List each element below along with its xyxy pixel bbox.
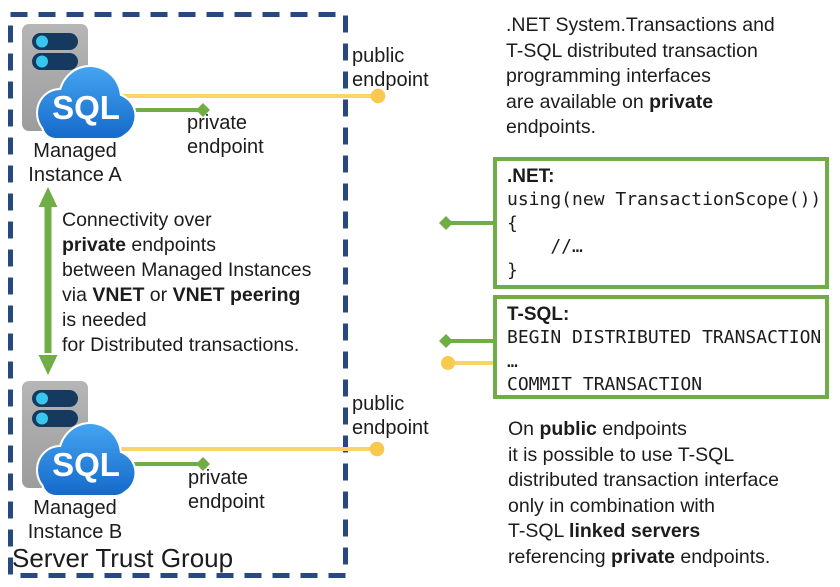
server-led <box>36 392 48 405</box>
public-endpoint-label-b: public endpoint <box>352 393 429 440</box>
sql-label: SQL <box>52 446 120 483</box>
text: for Distributed transactions. <box>62 334 300 356</box>
tsql-code-line2: … <box>507 350 518 372</box>
managed-instance-a-label: Managed Instance A <box>3 140 147 187</box>
text: On <box>508 418 540 440</box>
managed-instance-b-label-line1: Managed <box>33 497 117 519</box>
text: is needed <box>62 309 147 331</box>
connectivity-note-line2: private endpoints <box>62 233 311 258</box>
text: are available on <box>506 90 650 113</box>
text-bold: private <box>649 90 714 113</box>
net-code-line2: { <box>507 212 518 234</box>
text: T-SQL <box>508 520 570 542</box>
text: or <box>144 284 173 306</box>
private-endpoint-label-a-line1: private <box>187 112 248 134</box>
private-endpoint-diamond-a <box>196 103 210 117</box>
tsql-box-connector-diamond <box>439 334 453 348</box>
tsql-box-connector-dot <box>441 356 455 370</box>
public-endpoint-dot-b <box>369 441 385 457</box>
public-endpoint-label-a: public endpoint <box>352 45 429 92</box>
public-endpoints-note-line3: distributed transaction interface <box>508 469 779 491</box>
connectivity-note-line4: via VNET or VNET peering <box>62 283 311 308</box>
public-endpoints-note-line2: it is possible to use T-SQL <box>508 443 735 466</box>
public-endpoint-label-b-line1: public <box>352 393 405 415</box>
public-endpoints-note-line1: On public endpoints <box>508 417 779 443</box>
text: via <box>62 284 93 306</box>
public-endpoints-note-line4: only in combination with <box>508 494 716 517</box>
private-endpoint-arrow-a <box>125 103 210 117</box>
public-endpoints-note-line5: T-SQL linked servers <box>508 519 779 545</box>
private-endpoint-label-a: private endpoint <box>187 112 264 159</box>
sql-cloud-icon: SQL <box>36 422 137 497</box>
managed-instance-a-label-line2: Instance A <box>28 163 122 186</box>
net-code-line3: //… <box>507 236 583 257</box>
private-endpoint-arrow-b <box>125 457 210 471</box>
net-code-line1: using(new TransactionScope()) <box>507 189 822 210</box>
public-endpoint-line-a <box>120 88 386 104</box>
private-endpoints-note-line2: T-SQL distributed transaction <box>506 39 758 62</box>
connectivity-note: Connectivity over private endpoints betw… <box>62 208 311 358</box>
server-led <box>36 35 48 48</box>
server-trust-group-title: Server Trust Group <box>12 543 234 573</box>
private-connectivity-arrow <box>38 187 58 375</box>
server-led <box>36 55 48 68</box>
net-box-connector-diamond <box>439 216 453 230</box>
private-endpoint-diamond-b <box>196 457 210 471</box>
connectivity-note-line1: Connectivity over <box>62 208 311 233</box>
sql-label: SQL <box>52 89 120 126</box>
text-bold: public <box>539 418 597 440</box>
private-endpoint-label-b-line1: private <box>188 467 249 489</box>
managed-instance-b-label: Managed Instance B <box>3 497 147 544</box>
tsql-code-line3: COMMIT TRANSACTION <box>507 374 703 395</box>
text: Connectivity over <box>62 209 212 231</box>
net-code-line4: } <box>507 259 518 281</box>
text: referencing <box>508 545 611 568</box>
net-code-box: .NET: using(new TransactionScope()) { //… <box>493 157 829 289</box>
text: endpoints <box>125 234 216 256</box>
private-endpoint-label-b: private endpoint <box>188 467 265 514</box>
connectivity-note-line5: is needed <box>62 308 311 333</box>
server-led <box>36 412 48 425</box>
text: endpoints <box>596 418 687 440</box>
managed-instance-b-label-line2: Instance B <box>27 520 123 543</box>
tsql-code-box: T-SQL: BEGIN DISTRIBUTED TRANSACTION … C… <box>493 295 829 399</box>
net-box-connector <box>439 216 495 230</box>
private-endpoints-note-line5: endpoints. <box>506 116 596 138</box>
net-code-box-title: .NET: <box>507 166 555 187</box>
public-endpoint-label-a-line1: public <box>352 45 405 67</box>
sql-cloud-icon: SQL <box>36 65 137 140</box>
private-endpoints-note-line3: programming interfaces <box>506 65 711 87</box>
managed-instance-b-icon: SQL <box>22 381 137 497</box>
private-endpoint-label-b-line2: endpoint <box>188 490 265 513</box>
text: between Managed Instances <box>62 259 312 281</box>
private-endpoints-note-line4: are available on private <box>506 90 775 116</box>
connectivity-note-line6: for Distributed transactions. <box>62 333 311 358</box>
tsql-box-connector-green <box>439 334 495 348</box>
public-endpoints-note-line6: referencing private endpoints. <box>508 545 779 571</box>
tsql-box-connector-yellow <box>441 356 495 370</box>
connectivity-note-line3: between Managed Instances <box>62 258 311 283</box>
text: endpoints. <box>674 545 771 568</box>
public-endpoint-label-a-line2: endpoint <box>352 68 429 91</box>
text-bold: private <box>62 234 126 256</box>
text-bold: linked servers <box>569 520 701 542</box>
private-endpoint-label-a-line2: endpoint <box>187 135 264 158</box>
private-endpoints-note: .NET System.Transactions and T-SQL distr… <box>506 13 775 141</box>
public-endpoints-note: On public endpoints it is possible to us… <box>508 417 779 570</box>
text-bold: VNET <box>92 284 145 306</box>
managed-instance-a-icon: SQL <box>22 24 137 140</box>
managed-instance-a-label-line1: Managed <box>33 140 117 162</box>
public-endpoint-line-b <box>120 441 385 457</box>
tsql-code-line1: BEGIN DISTRIBUTED TRANSACTION <box>507 327 822 348</box>
tsql-code-box-title: T-SQL: <box>507 304 570 325</box>
text-bold: private <box>610 545 675 568</box>
private-endpoints-note-line1: .NET System.Transactions and <box>506 14 775 36</box>
public-endpoint-dot-a <box>370 88 386 104</box>
public-endpoint-label-b-line2: endpoint <box>352 416 429 439</box>
text-bold: VNET peering <box>172 284 301 306</box>
